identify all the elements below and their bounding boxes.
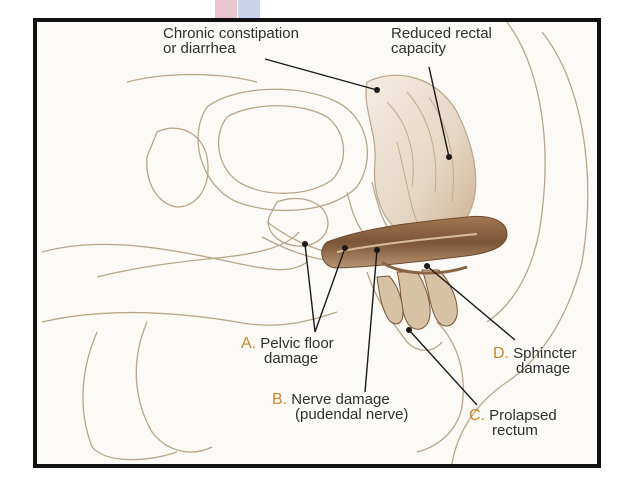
label-constipation-line2: or diarrhea [163,40,236,57]
rectal-fold-1 [386,101,414,188]
label-capacity-line1: Reduced rectal [391,25,492,42]
label-sphincter-letter: D. [493,345,509,362]
label-capacity: Reduced rectal capacity [391,26,492,56]
leader-constipation [264,58,378,91]
label-prolapsed-rectum: C. Prolapsed rectum [469,407,557,439]
leg-outline [82,331,178,461]
top-decoration-right [238,0,260,18]
label-prolapse-line2: rectum [492,422,538,439]
leader-capacity [428,66,450,158]
label-prolapse-letter: C. [469,407,485,424]
abdomen-outline [126,73,258,83]
label-sphincter: D. Sphincter damage [493,345,577,377]
dot-pelvic-2 [342,245,348,251]
rectum-ampulla [365,74,477,238]
pubic-bone [146,127,209,208]
rectal-fold-3 [428,96,454,203]
diagram-frame: Chronic constipation or diarrhea Reduced… [33,18,601,468]
label-pelvic-line2: damage [264,350,319,367]
buttock [416,321,464,453]
dot-constipation [374,87,380,93]
leader-nerve [364,249,378,393]
label-pelvic-floor: A. Pelvic floor damage [241,335,334,367]
prostate [267,197,329,247]
label-pelvic-line1: Pelvic floor [260,335,334,352]
rectal-fold-4 [396,141,418,223]
rectal-fold-2 [406,91,437,193]
leader-pelvic-1 [304,243,316,333]
urethra [96,231,300,278]
bladder-inner [217,105,345,194]
prolapse-cluster [376,269,458,330]
anatomy-illustration [41,22,589,464]
pelvic-floor-fibers [261,181,393,263]
dot-pelvic-1 [302,241,308,247]
dot-nerve [374,247,380,253]
label-pelvic-letter: A. [241,335,257,352]
label-constipation-line1: Chronic constipation [163,25,299,42]
thigh-lower [41,311,338,326]
dot-prolapse [406,327,412,333]
leader-prolapse [408,329,478,406]
label-capacity-line2: capacity [391,40,447,57]
dot-capacity [446,154,452,160]
bladder-outline [197,88,369,211]
label-sphincter-line1: Sphincter [513,345,577,362]
leg-inner [135,321,213,453]
perineum [366,271,443,351]
label-constipation: Chronic constipation or diarrhea [163,26,299,56]
label-sphincter-line2: damage [516,360,571,377]
leader-pelvic-2 [314,247,346,333]
label-prolapse-line1: Prolapsed [489,407,557,424]
body-outline [451,31,589,464]
label-nerve-line2: (pudendal nerve) [295,406,409,423]
back-outline [486,22,546,323]
label-nerve-letter: B. [272,391,288,408]
label-nerve-damage: B. Nerve damage (pudendal nerve) [272,391,409,423]
tube-highlight [336,233,478,253]
label-nerve-line1: Nerve damage [291,391,390,408]
top-decoration-left [215,0,237,18]
leader-sphincter [426,265,516,341]
rectal-tube [321,215,508,269]
dot-sphincter [424,263,430,269]
thigh-outline [41,243,308,271]
sphincter-ring [381,260,468,275]
